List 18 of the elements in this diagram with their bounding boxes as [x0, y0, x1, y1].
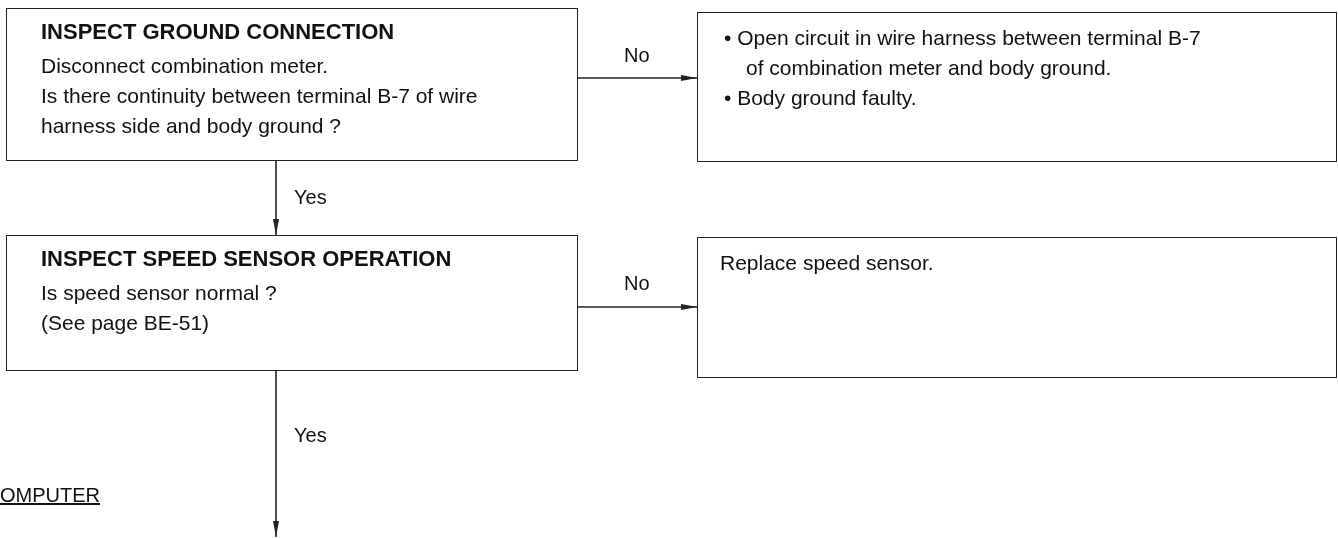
action-box [697, 237, 1337, 378]
inspection-step-box [6, 8, 578, 161]
cause-item: • Body ground faulty. [724, 85, 917, 111]
step-heading: INSPECT GROUND CONNECTION [41, 19, 395, 45]
step-question: (See page BE-51) [41, 310, 210, 336]
cause-item: • Open circuit in wire harness between terminal B-7 of combination meter and body ground. [724, 25, 1202, 81]
inspection-step-box [6, 235, 578, 371]
arrow [577, 304, 698, 310]
step-question: Disconnect combination meter. [41, 53, 329, 79]
step-heading: INSPECT SPEED SENSOR OPERATION [41, 246, 452, 272]
action-text: Replace speed sensor. [720, 250, 934, 276]
arrow [273, 370, 279, 538]
section-heading: OMPUTER [0, 484, 100, 507]
step-question: Is there continuity between terminal B-7 of wire harness side and body ground ? [41, 83, 479, 139]
arrow [577, 75, 698, 81]
arrow [273, 160, 279, 236]
fault-box [697, 12, 1337, 162]
step-question: Is speed sensor normal ? [41, 280, 277, 306]
